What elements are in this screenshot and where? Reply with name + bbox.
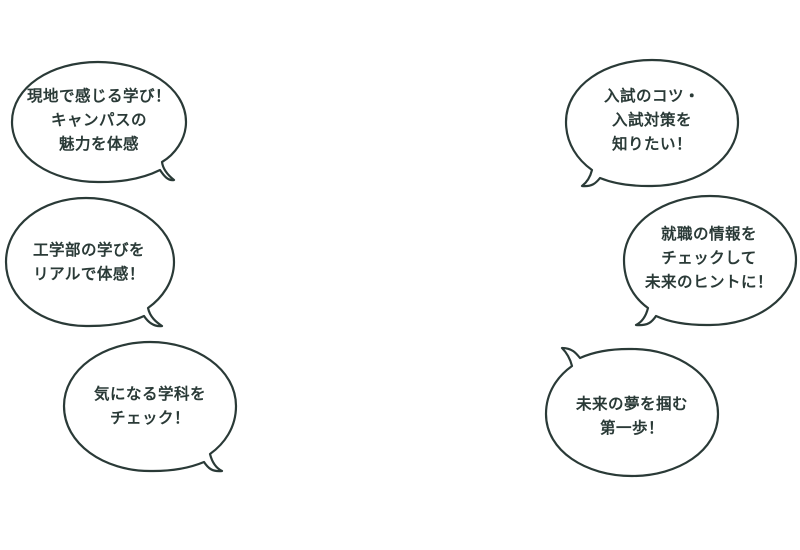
bubble-text-line: 就職の情報を <box>660 225 757 243</box>
speech-bubble-shape <box>544 346 720 478</box>
speech-bubble-shape <box>62 340 238 473</box>
speech-bubble-shape <box>622 194 798 327</box>
bubble-text-line: 入試のコツ・ <box>603 87 700 105</box>
speech-bubble-subjects: 気になる学科を チェック！ <box>62 340 240 476</box>
bubble-text-line: 魅力を体感 <box>58 135 139 153</box>
speech-bubble-campus: 現地で感じる学び！ キャンパスの 魅力を体感 <box>10 60 190 184</box>
bubble-text-line: 知りたい！ <box>611 135 692 153</box>
bubble-text-line: 入試対策を <box>611 111 692 129</box>
bubble-text-line: 工学部の学びを <box>32 241 145 259</box>
bubble-text-line: チェック！ <box>109 409 190 427</box>
speech-bubble-shape <box>10 60 188 184</box>
bubble-text-line: キャンパスの <box>50 111 147 129</box>
speech-bubble-engineering: 工学部の学びを リアルで体感！ <box>4 196 176 330</box>
bubble-text-line: チェックして <box>661 249 757 267</box>
bubble-text-line: 第一歩！ <box>599 419 664 437</box>
bubble-text-line: 未来の夢を掴む <box>575 395 688 413</box>
speech-bubble-dream: 未来の夢を掴む 第一歩！ <box>544 344 722 480</box>
speech-bubble-career: 就職の情報を チェックして 未来のヒントに！ <box>620 194 798 330</box>
bubble-text-line: 気になる学科を <box>93 385 206 403</box>
speech-bubble-shape <box>4 196 176 328</box>
bubble-text-line: リアルで体感！ <box>33 265 145 283</box>
bubble-text-line: 未来のヒントに！ <box>644 273 773 291</box>
speech-bubble-exam: 入試のコツ・ 入試対策を 知りたい！ <box>564 58 742 190</box>
speech-bubble-shape <box>564 58 740 188</box>
bubble-text-line: 現地で感じる学び！ <box>26 87 171 105</box>
